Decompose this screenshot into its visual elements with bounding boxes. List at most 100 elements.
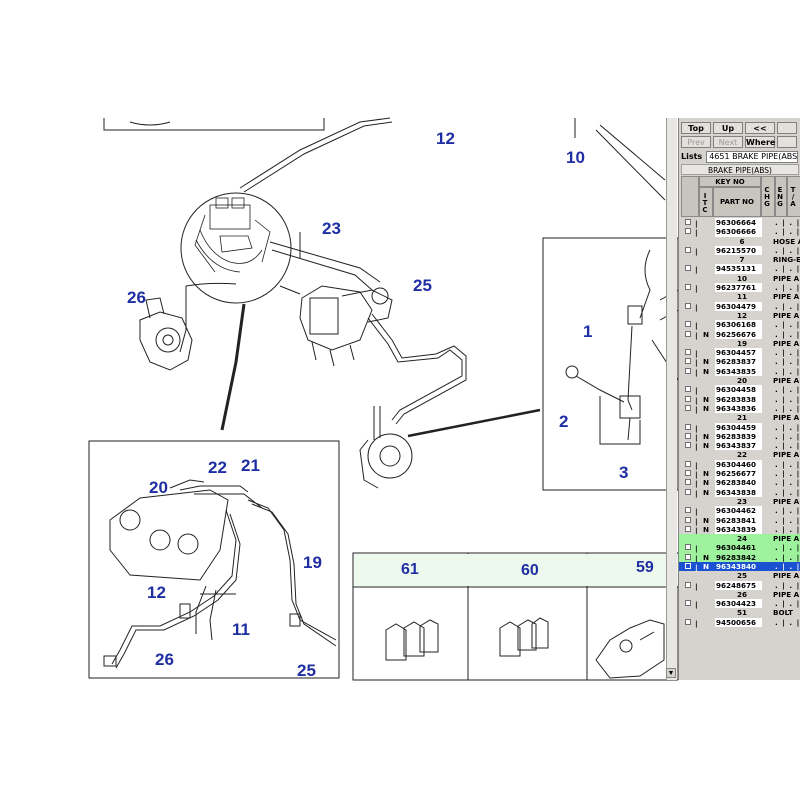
row-checkbox[interactable] <box>685 367 691 374</box>
part-row[interactable]: |96304458. | . | . <box>679 385 800 395</box>
row-checkbox[interactable] <box>685 302 691 309</box>
row-checkbox[interactable] <box>685 516 691 523</box>
back-button[interactable]: << <box>745 122 775 134</box>
part-row[interactable]: |96215570. | . | . <box>679 245 800 256</box>
row-checkbox[interactable] <box>685 562 691 569</box>
callout-3[interactable]: 3 <box>619 463 629 482</box>
row-checkbox[interactable] <box>685 470 691 477</box>
row-checkbox[interactable] <box>685 330 691 337</box>
callout-25-inset[interactable]: 25 <box>297 661 316 680</box>
row-checkbox[interactable] <box>685 349 691 356</box>
row-checkbox[interactable] <box>685 246 691 253</box>
callout-10[interactable]: 10 <box>566 148 585 167</box>
up-button[interactable]: Up <box>713 122 743 134</box>
row-checkbox[interactable] <box>685 404 691 411</box>
row-checkbox[interactable] <box>685 219 691 225</box>
callout-2[interactable]: 2 <box>559 412 569 431</box>
callout-23[interactable]: 23 <box>322 219 341 238</box>
part-row[interactable]: |94500656. | . | . <box>679 617 800 628</box>
part-row[interactable]: |96304479. | . | . <box>679 301 800 312</box>
callout-12-inset[interactable]: 12 <box>147 583 166 602</box>
thumbnail-label-61[interactable]: 61 <box>401 561 419 578</box>
row-checkbox[interactable] <box>685 618 691 625</box>
diagram-scrollbar[interactable] <box>666 118 677 680</box>
next-button[interactable]: Next <box>713 136 743 148</box>
part-row[interactable]: |96304457. | . | . <box>679 348 800 358</box>
part-row[interactable]: |96304461. | . | . <box>679 543 800 553</box>
row-checkbox[interactable] <box>685 525 691 532</box>
callout-11[interactable]: 11 <box>232 620 250 639</box>
thumbnail-label-59[interactable]: 59 <box>636 559 654 576</box>
part-row[interactable]: |96304462. | . | . <box>679 506 800 516</box>
row-checkbox[interactable] <box>685 488 691 495</box>
where-button[interactable]: Where <box>745 136 776 148</box>
part-row[interactable]: |96306664. | . | . <box>679 218 800 228</box>
scroll-down-arrow-icon[interactable]: ▼ <box>666 668 676 678</box>
row-checkbox[interactable] <box>685 386 691 393</box>
part-row[interactable]: |96248675. | . | . <box>679 580 800 591</box>
row-checkbox[interactable] <box>685 284 691 291</box>
row-checkbox[interactable] <box>685 479 691 486</box>
row-checkbox[interactable] <box>685 432 691 439</box>
callout-22[interactable]: 22 <box>208 458 227 477</box>
part-row[interactable]: |96304459. | . | . <box>679 422 800 433</box>
row-checkbox[interactable] <box>685 581 691 588</box>
extra-button-2[interactable] <box>777 136 797 148</box>
row-checkbox[interactable] <box>685 460 691 467</box>
row-checkbox[interactable] <box>685 228 691 235</box>
extra-button[interactable] <box>777 122 797 134</box>
part-row[interactable]: |96306666. | . | . <box>679 227 800 237</box>
row-checkbox[interactable] <box>685 265 691 272</box>
callout-26-inset[interactable]: 26 <box>155 650 174 669</box>
callout-25-mid[interactable]: 25 <box>413 276 432 295</box>
top-button[interactable]: Top <box>681 122 711 134</box>
part-row[interactable]: |94535131. | . | . <box>679 264 800 274</box>
part-row[interactable]: |96237761. | . | . <box>679 283 800 293</box>
row-checkbox[interactable] <box>685 395 691 402</box>
row-checkbox[interactable] <box>685 600 691 607</box>
callout-21[interactable]: 21 <box>241 456 260 475</box>
row-checkbox[interactable] <box>685 544 691 551</box>
callout-12-top[interactable]: 12 <box>436 129 455 148</box>
row-checkbox[interactable] <box>685 321 691 328</box>
row-checkbox[interactable] <box>685 507 691 514</box>
callout-20[interactable]: 20 <box>149 478 168 497</box>
callout-26-left[interactable]: 26 <box>127 288 146 307</box>
lists-select[interactable]: 4651 BRAKE PIPE(ABS) <box>706 151 799 163</box>
callout-19[interactable]: 19 <box>303 553 322 572</box>
row-checkbox[interactable] <box>685 553 691 560</box>
part-row[interactable]: |96304423. | . | . <box>679 599 800 609</box>
row-checkbox[interactable] <box>685 442 691 449</box>
part-row[interactable]: |96306168. | . | . <box>679 320 800 330</box>
row-checkbox[interactable] <box>685 423 691 430</box>
part-row[interactable]: |96304460. | . | . <box>679 459 800 470</box>
prev-button[interactable]: Prev <box>681 136 711 148</box>
